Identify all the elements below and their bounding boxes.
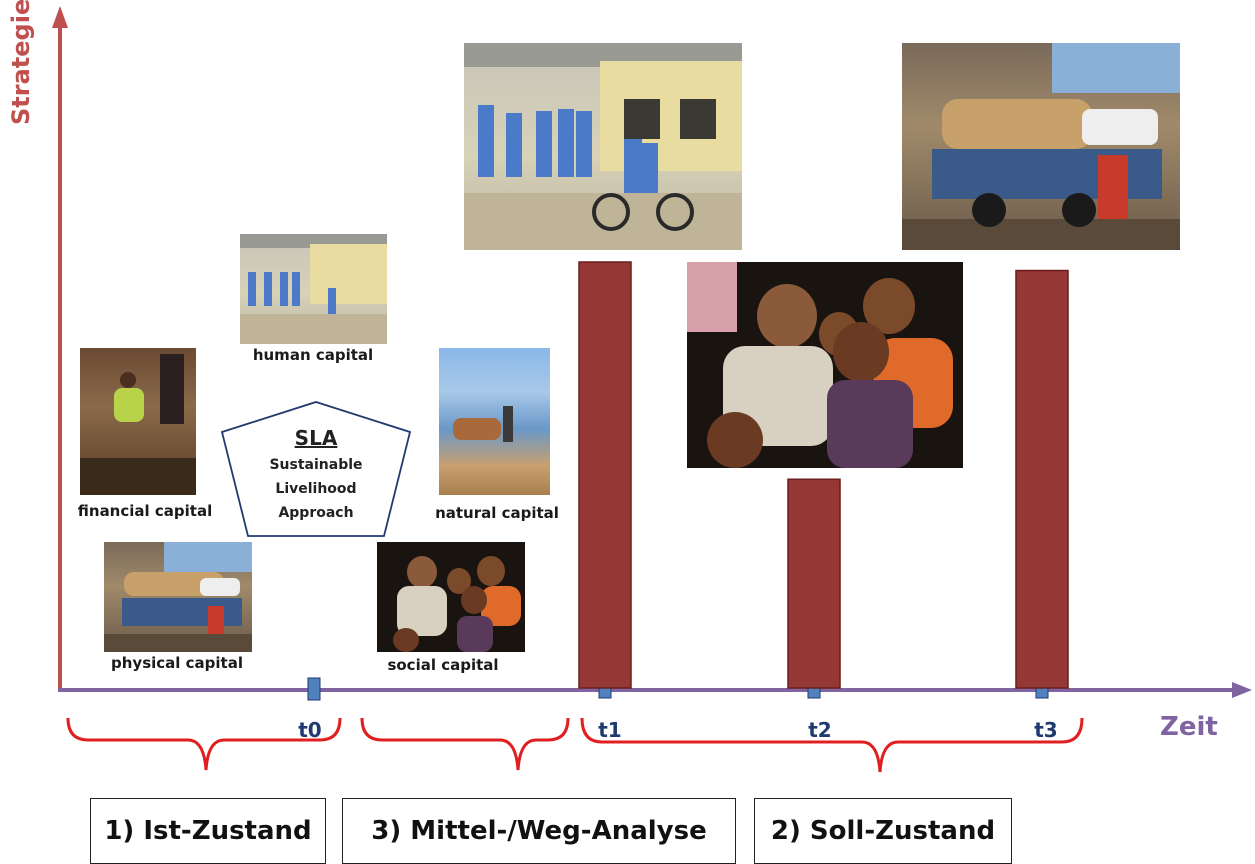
y-axis-label: Strategie xyxy=(7,0,35,125)
sla-line-3: Approach xyxy=(278,505,354,521)
tick-marker-t0 xyxy=(307,677,321,701)
human-capital-large-photo xyxy=(464,43,742,250)
physical-capital-photo xyxy=(104,542,252,652)
bracket-soll xyxy=(580,717,1084,773)
tick-marker-t3 xyxy=(1035,687,1049,699)
financial-capital-photo xyxy=(80,348,196,495)
natural-capital-photo xyxy=(439,348,550,495)
tick-label-t3: t3 xyxy=(1034,718,1058,742)
phase-mittel-weg-analyse: 3) Mittel-/Weg-Analyse xyxy=(342,798,736,864)
bracket-ist xyxy=(66,717,342,771)
bar-t3 xyxy=(1015,269,1069,689)
social-capital-label: social capital xyxy=(387,656,499,674)
sla-title: SLA xyxy=(294,426,338,450)
bar-t1 xyxy=(578,261,632,689)
sla-line-1: Sustainable xyxy=(269,457,363,473)
bars-group xyxy=(578,261,1069,689)
tick-marker-t1 xyxy=(598,687,612,699)
social-capital-large-photo xyxy=(687,262,963,468)
tick-marker-t2 xyxy=(807,687,821,699)
phase-ist-zustand: 1) Ist-Zustand xyxy=(90,798,326,864)
y-axis-arrow xyxy=(52,6,68,28)
x-axis-arrow xyxy=(1232,682,1252,698)
financial-capital-label: financial capital xyxy=(77,502,213,520)
human-capital-label: human capital xyxy=(252,346,374,364)
x-axis-label: Zeit xyxy=(1160,712,1218,742)
tick-label-t1: t1 xyxy=(598,718,622,742)
bar-t2 xyxy=(787,478,841,689)
physical-capital-label: physical capital xyxy=(111,654,243,672)
bracket-mittel xyxy=(360,717,570,771)
human-capital-photo xyxy=(240,234,387,344)
sla-line-2: Livelihood xyxy=(275,481,357,497)
physical-capital-large-photo xyxy=(902,43,1180,250)
social-capital-photo xyxy=(377,542,525,652)
natural-capital-label: natural capital xyxy=(435,504,559,522)
tick-label-t2: t2 xyxy=(808,718,832,742)
sla-pentagon xyxy=(220,401,412,537)
phase-soll-zustand: 2) Soll-Zustand xyxy=(754,798,1012,864)
tick-label-t0: t0 xyxy=(298,718,322,742)
